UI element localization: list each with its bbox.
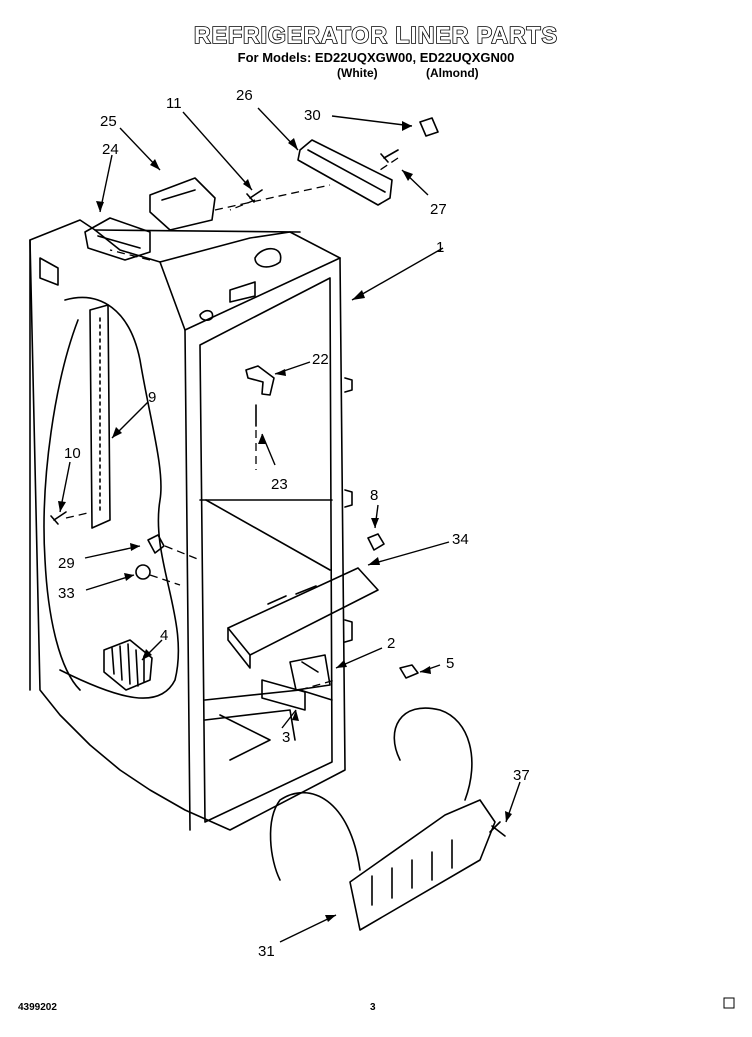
callout-10: 10 (64, 445, 81, 462)
bracket-part-2 (289, 654, 331, 691)
damper-housing (84, 177, 216, 261)
screw-part-10 (50, 511, 67, 525)
callout-9: 9 (148, 389, 156, 406)
callout-23: 23 (271, 476, 288, 493)
callout-30: 30 (304, 107, 321, 124)
clip-part (419, 117, 439, 137)
lamp-socket-part (147, 534, 165, 554)
callout-26: 26 (236, 87, 253, 104)
grille-part (103, 639, 153, 691)
heater-assembly-part (269, 707, 496, 931)
bracket-part-3 (261, 679, 306, 711)
callout-29: 29 (58, 555, 75, 572)
bracket-part (297, 139, 393, 206)
callout-1: 1 (436, 239, 444, 256)
callout-31: 31 (258, 943, 275, 960)
callout-2: 2 (387, 635, 395, 652)
document-number: 4399202 (18, 1002, 57, 1013)
model-list: For Models: ED22UQXGW00, ED22UQXGN00 (237, 50, 515, 65)
callout-33: 33 (58, 585, 75, 602)
callout-27: 27 (430, 201, 447, 218)
page-number: 3 (370, 1002, 376, 1013)
callout-37: 37 (513, 767, 530, 784)
refrigerator-liner (29, 219, 353, 831)
color-white-label: (White) (337, 66, 378, 80)
screw-part-27 (380, 149, 399, 163)
callout-5: 5 (446, 655, 454, 672)
callout-11: 11 (166, 95, 182, 112)
callout-8: 8 (370, 487, 378, 504)
shelf-cover-part (227, 567, 379, 669)
clip-part-8 (367, 533, 385, 551)
nut-part (399, 664, 419, 679)
bracket-part-22 (245, 365, 275, 396)
callout-25: 25 (100, 113, 117, 130)
callout-24: 24 (102, 141, 119, 158)
corner-mark (723, 997, 735, 1009)
color-almond-label: (Almond) (426, 66, 479, 80)
callout-4: 4 (160, 627, 168, 644)
callout-34: 34 (452, 531, 469, 548)
callout-3: 3 (282, 729, 290, 746)
page-title: REFRIGERATOR LINER PARTS (193, 21, 558, 49)
callout-labels: 1 2 3 4 5 8 9 10 11 22 23 24 25 26 27 29… (58, 87, 530, 960)
callout-22: 22 (312, 351, 329, 368)
light-bulb-part (135, 564, 151, 580)
